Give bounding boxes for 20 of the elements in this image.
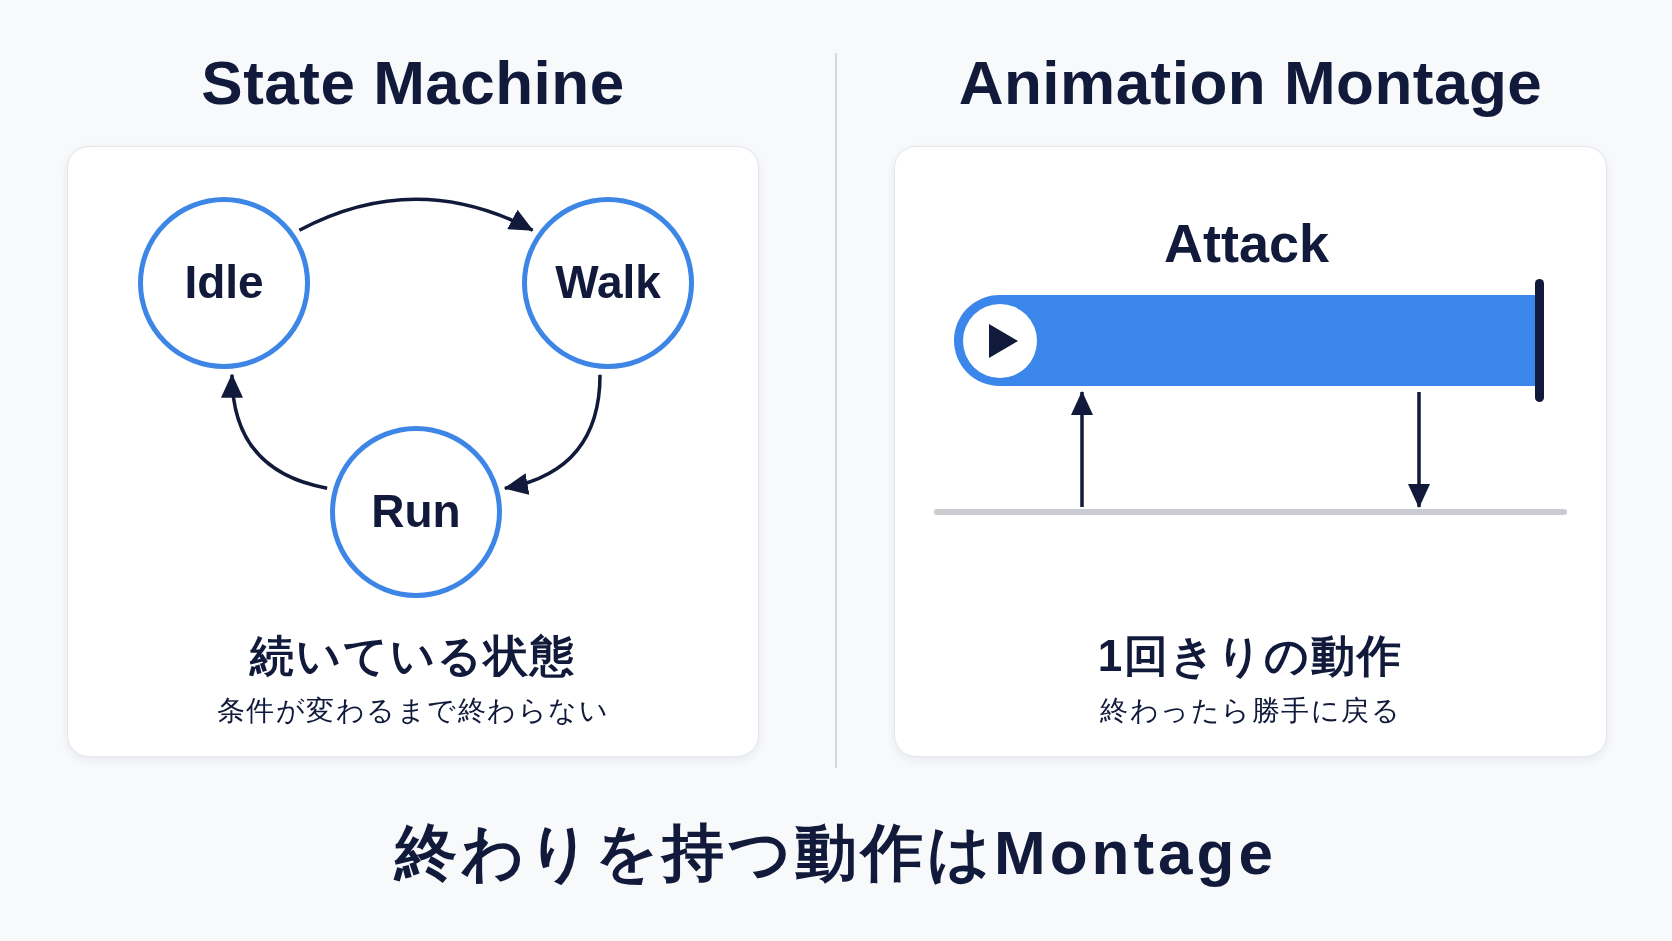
panel-subheading: 続いている状態 xyxy=(250,630,576,683)
curved-arrow xyxy=(298,197,534,232)
state-label: Idle xyxy=(184,255,264,311)
panel-heading: State Machine xyxy=(201,46,625,119)
panel-description: 条件が変わるまで終わらない xyxy=(216,693,610,728)
clip-title: Attack xyxy=(1163,211,1330,275)
timeline-baseline xyxy=(934,509,1567,515)
panel-subheading: 1回きりの動作 xyxy=(1097,630,1404,683)
state-label: Walk xyxy=(555,255,661,311)
state-circle xyxy=(522,197,694,369)
panel-heading: Animation Montage xyxy=(958,46,1543,119)
curved-arrow xyxy=(503,374,602,494)
state-label: Run xyxy=(371,484,461,540)
curved-arrow xyxy=(222,373,328,490)
state-circle xyxy=(138,197,310,369)
state-circle xyxy=(330,426,502,598)
arrow xyxy=(1408,392,1430,508)
arrow xyxy=(1071,391,1093,507)
panel-description: 終わったら勝手に戻る xyxy=(1100,693,1401,728)
caption-text: 終わりを持つ動作はMontage xyxy=(395,816,1277,889)
